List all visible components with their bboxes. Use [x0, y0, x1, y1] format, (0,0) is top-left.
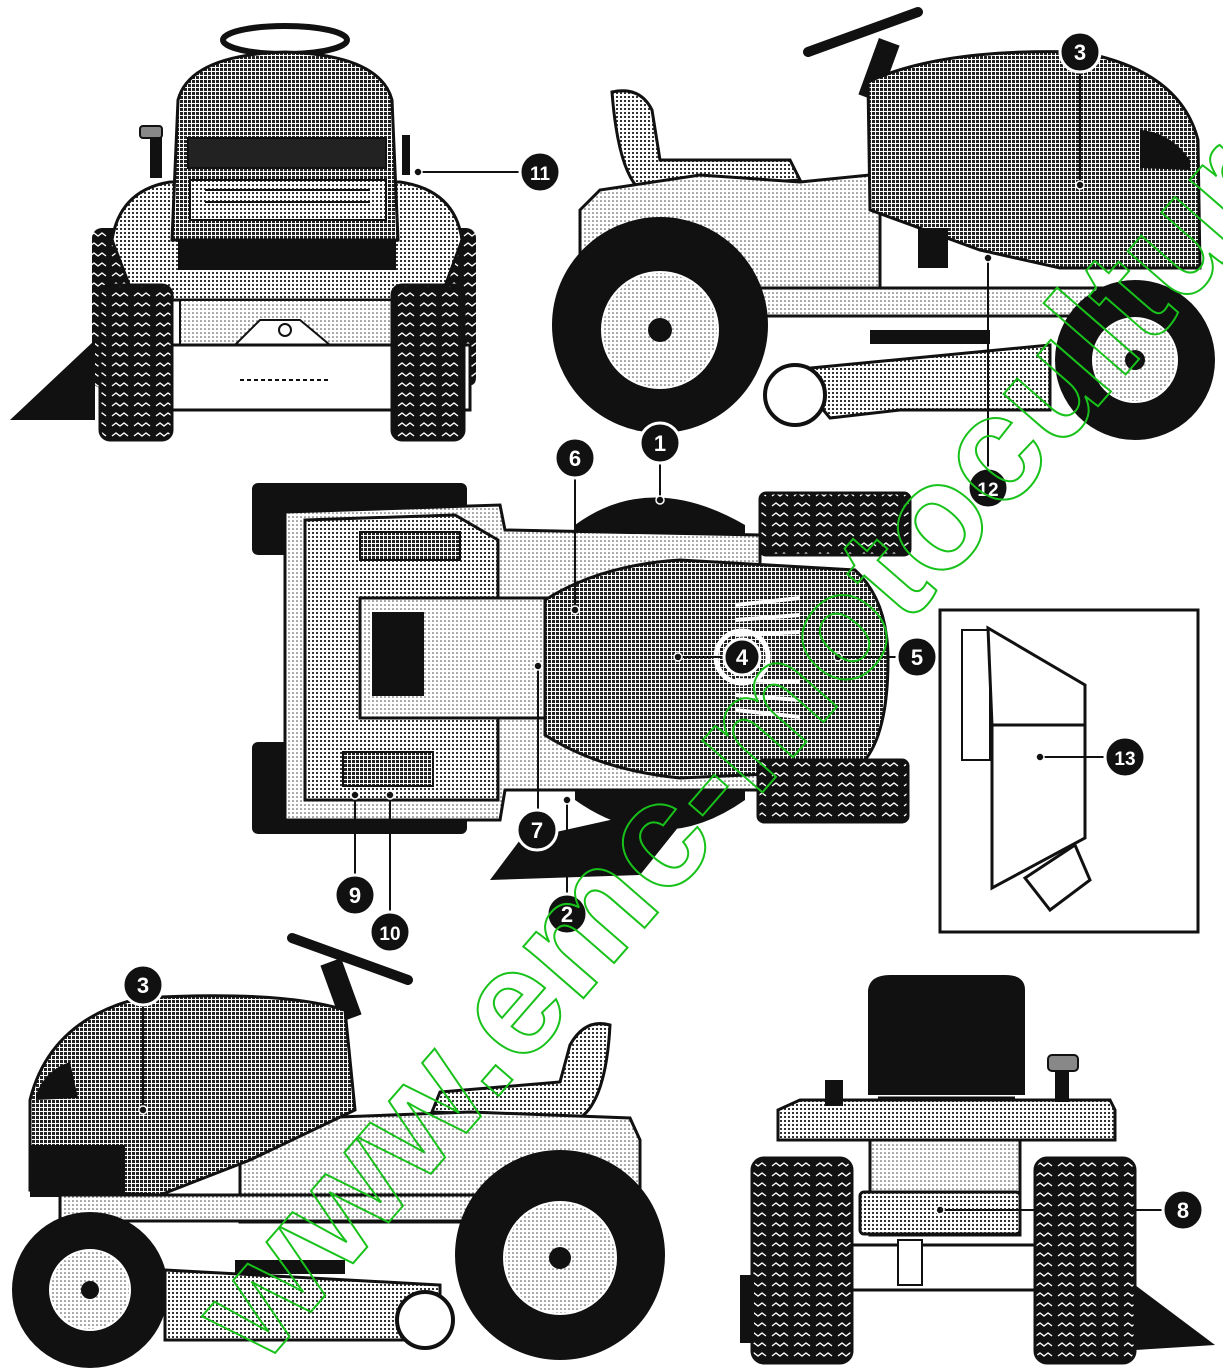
- callout-8: 8: [1161, 1188, 1205, 1232]
- rear-discharge-chute: [1135, 1285, 1215, 1350]
- front-discharge-chute: [10, 340, 95, 420]
- callout-3-bottom-label: 3: [137, 973, 149, 998]
- left-side-view: [552, 7, 1215, 470]
- inset-decal-13: [938, 608, 1200, 934]
- callout-7: 7: [515, 808, 559, 852]
- callout-9: 9: [333, 873, 377, 917]
- callout-12-label: 12: [977, 480, 998, 501]
- callout-8-label: 8: [1177, 1198, 1189, 1223]
- top-front-left-tire: [758, 491, 912, 557]
- side-mower-deck: [787, 343, 1052, 420]
- rear-right-tire: [1033, 1156, 1137, 1365]
- callout-10: 10: [368, 910, 412, 954]
- top-front-right-tire: [756, 758, 910, 824]
- callout-6-label: 6: [569, 446, 581, 471]
- front-throttle-lever: [402, 135, 410, 175]
- callout-12: 12: [966, 466, 1010, 510]
- rear-seat-back: [868, 975, 1025, 1095]
- side-steering-wheel: [803, 7, 923, 57]
- callout-1-label: 1: [654, 431, 666, 456]
- rear-fender: [776, 1098, 1117, 1142]
- front-right-tire: [390, 283, 466, 442]
- callout-9-label: 9: [349, 883, 361, 908]
- front-left-tire: [98, 283, 174, 442]
- callout-3-top-label: 3: [1074, 40, 1086, 65]
- callout-7-label: 7: [531, 818, 543, 843]
- callout-2-label: 2: [561, 902, 573, 927]
- callout-13: 13: [1103, 735, 1147, 779]
- callout-3-top: 3: [1058, 30, 1102, 74]
- side-gauge-wheel: [763, 363, 827, 427]
- rside-steering-wheel: [287, 933, 413, 985]
- front-view: [10, 23, 520, 442]
- front-grille: [187, 137, 387, 169]
- callouts: 1 2 3 3 4 5 6 7: [121, 30, 1205, 1232]
- inset-chute-panel: [990, 723, 1087, 891]
- callout-3-bottom: 3: [121, 963, 165, 1007]
- rside-gauge-wheel: [395, 1290, 455, 1350]
- callout-11-label: 11: [530, 164, 551, 185]
- front-grille-lower: [189, 179, 387, 221]
- callout-4: 4: [722, 637, 762, 677]
- rear-view: [740, 975, 1215, 1365]
- callout-13-label: 13: [1114, 749, 1135, 770]
- callout-6: 6: [553, 436, 597, 480]
- rear-left-tire: [750, 1156, 854, 1365]
- callout-5: 5: [895, 635, 939, 679]
- front-bumper: [178, 240, 396, 270]
- right-side-view: [12, 933, 665, 1368]
- callout-11: 11: [518, 150, 562, 194]
- callout-10-label: 10: [379, 924, 400, 945]
- top-discharge-chute: [490, 800, 700, 880]
- callout-2: 2: [545, 892, 589, 936]
- callout-5-label: 5: [911, 645, 923, 670]
- callout-4-label: 4: [736, 645, 749, 670]
- callout-1: 1: [638, 421, 682, 465]
- top-view: [252, 462, 912, 912]
- front-lift-lever: [150, 128, 162, 178]
- front-steering-wheel: [220, 23, 350, 57]
- front-axle-plate: [179, 299, 396, 346]
